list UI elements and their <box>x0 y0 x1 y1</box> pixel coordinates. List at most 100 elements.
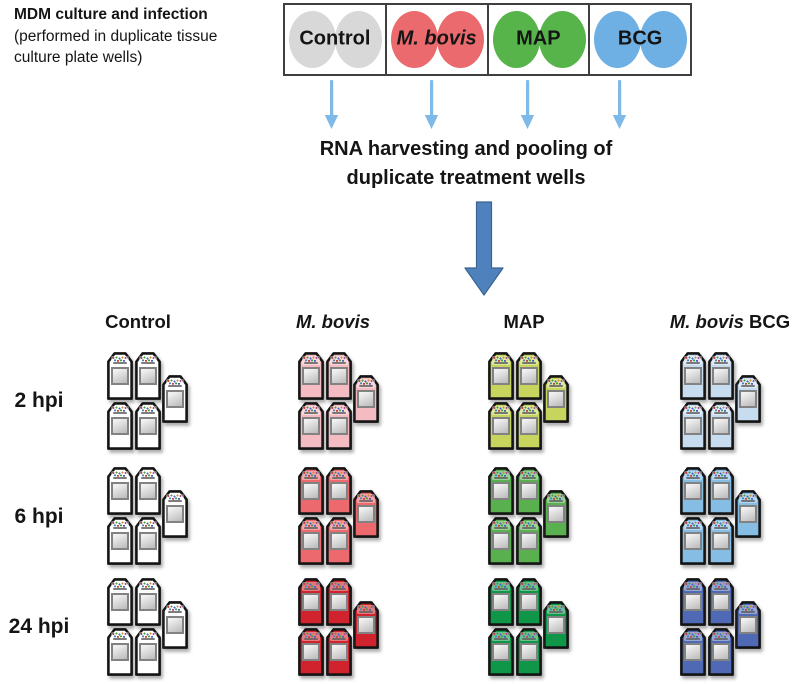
intro-note: MDM culture and infection (performed in … <box>14 4 217 69</box>
chip-window <box>357 505 375 523</box>
row-label-2hpi: 2 hpi <box>14 389 64 412</box>
row-label-6hpi: 6 hpi <box>14 505 64 528</box>
genechip-logo <box>139 631 157 641</box>
genechip-logo <box>492 520 510 530</box>
chip-cluster-row1-col2 <box>298 352 379 450</box>
chip-window <box>492 532 510 550</box>
genechip-logo <box>712 405 730 415</box>
microarray-chip <box>680 402 706 450</box>
genechip-logo <box>684 355 702 365</box>
genechip-logo <box>302 631 320 641</box>
chip-window <box>492 593 510 611</box>
microarray-chip <box>326 628 352 676</box>
microarray-chip <box>135 628 161 676</box>
microarray-chip <box>135 402 161 450</box>
microarray-chip <box>488 467 514 515</box>
chip-window <box>330 593 348 611</box>
chip-window <box>547 505 565 523</box>
microarray-chip <box>680 578 706 626</box>
chip-window <box>139 643 157 661</box>
microarray-chip <box>298 517 324 565</box>
microarray-chip <box>488 517 514 565</box>
chip-cluster-row1-col1 <box>107 352 188 450</box>
microarray-chip <box>326 517 352 565</box>
chip-window <box>547 390 565 408</box>
microarray-chip <box>708 402 734 450</box>
genechip-logo <box>330 581 348 591</box>
microarray-chip <box>516 352 542 400</box>
chip-window <box>302 367 320 385</box>
microarray-chip <box>326 578 352 626</box>
down-arrow-icon <box>520 80 535 129</box>
down-arrow-icon <box>324 80 339 129</box>
chip-cluster-row2-col3 <box>488 467 569 565</box>
microarray-chip <box>326 352 352 400</box>
chip-window <box>139 593 157 611</box>
chip-window <box>712 367 730 385</box>
genechip-logo <box>357 604 375 614</box>
microarray-chip <box>543 601 569 649</box>
culture-well-circle <box>335 11 382 68</box>
microarray-chip <box>680 628 706 676</box>
genechip-logo <box>330 631 348 641</box>
microarray-chip <box>735 601 761 649</box>
genechip-logo <box>302 470 320 480</box>
genechip-logo <box>302 520 320 530</box>
microarray-chip <box>298 352 324 400</box>
microarray-chip <box>135 517 161 565</box>
chip-window <box>712 532 730 550</box>
microarray-chip <box>326 402 352 450</box>
culture-well-circle <box>289 11 336 68</box>
microarray-chip <box>298 402 324 450</box>
genechip-logo <box>330 470 348 480</box>
intro-title: MDM culture and infection <box>14 6 208 23</box>
chip-cluster-row3-col2 <box>298 578 379 676</box>
genechip-logo <box>547 378 565 388</box>
microarray-chip <box>543 375 569 423</box>
intro-subtitle-line1: (performed in duplicate tissue <box>14 27 218 45</box>
pooling-text-line2: duplicate treatment wells <box>346 167 586 189</box>
chip-window <box>520 482 538 500</box>
chip-window <box>712 593 730 611</box>
genechip-logo <box>111 405 129 415</box>
microarray-chip <box>516 402 542 450</box>
microarray-chip <box>353 490 379 538</box>
microarray-chip <box>107 628 133 676</box>
chip-cluster-row1-col3 <box>488 352 569 450</box>
column-header-map: MAP <box>503 311 545 332</box>
genechip-logo <box>520 470 538 480</box>
genechip-logo <box>139 405 157 415</box>
pooling-text: RNA harvesting and pooling of duplicate … <box>266 135 666 193</box>
microarray-chip <box>135 467 161 515</box>
culture-well-circle <box>640 11 688 68</box>
column-header-m-bovis: M. bovis <box>295 311 371 332</box>
chip-window <box>302 417 320 435</box>
chip-cluster-row2-col4 <box>680 467 761 565</box>
chip-window <box>492 417 510 435</box>
chip-cluster-row1-col4 <box>680 352 761 450</box>
chip-window <box>739 390 757 408</box>
treatment-cell-bcg: BCG <box>588 5 690 74</box>
treatment-label-map: MAP <box>516 27 561 50</box>
microarray-chip <box>708 467 734 515</box>
microarray-chip <box>708 517 734 565</box>
genechip-logo <box>330 355 348 365</box>
microarray-chip <box>353 601 379 649</box>
genechip-logo <box>302 355 320 365</box>
genechip-logo <box>712 581 730 591</box>
microarray-chip <box>516 467 542 515</box>
genechip-logo <box>492 470 510 480</box>
culture-well-circle <box>390 11 438 68</box>
chip-window <box>302 532 320 550</box>
genechip-logo <box>520 631 538 641</box>
microarray-chip <box>298 628 324 676</box>
chip-cluster-row3-col1 <box>107 578 188 676</box>
intro-subtitle-line2: culture plate wells) <box>14 49 143 66</box>
treatment-label-bcg: BCG <box>617 27 663 50</box>
chip-window <box>330 482 348 500</box>
genechip-logo <box>520 355 538 365</box>
microarray-chip <box>162 375 188 423</box>
chip-window <box>684 593 702 611</box>
chip-cluster-row3-col4 <box>680 578 761 676</box>
